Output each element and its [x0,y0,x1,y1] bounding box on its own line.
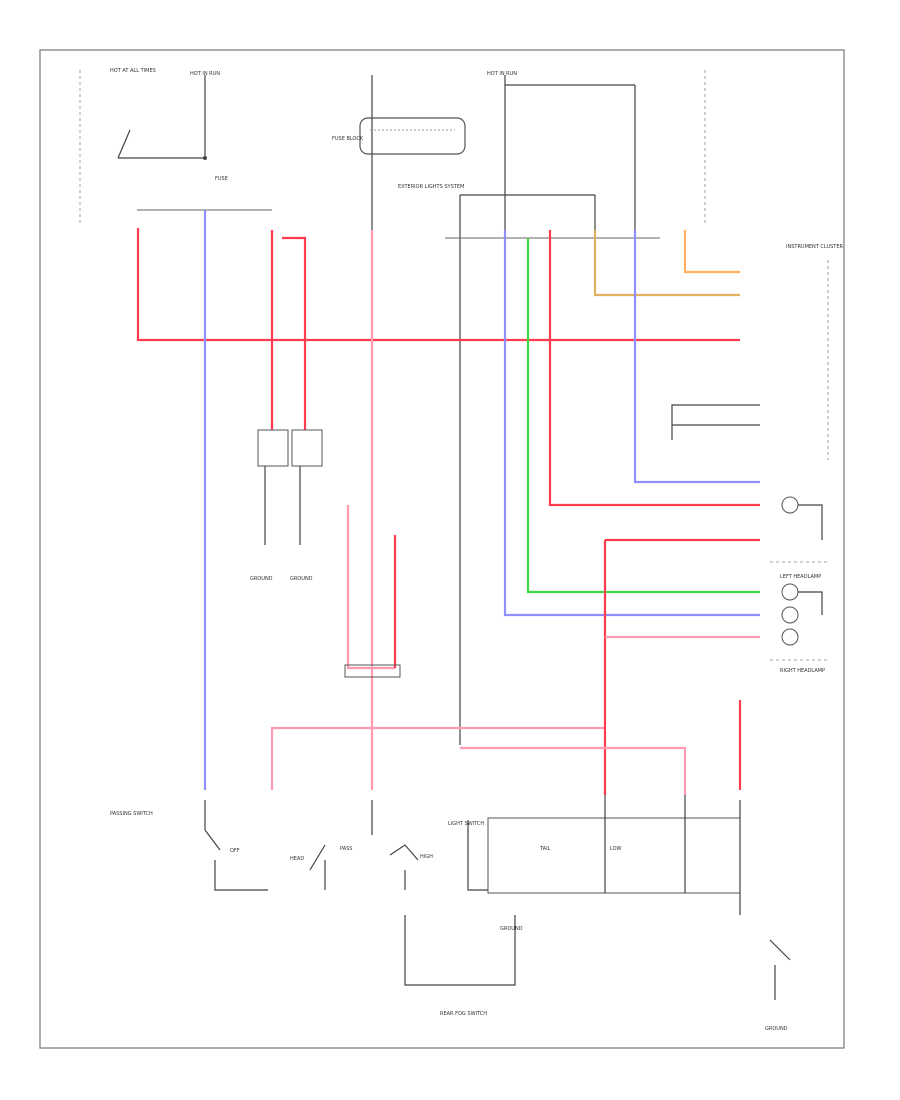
fuse-left-label: FUSE [215,176,228,182]
head-label: HEAD [290,856,304,862]
high-label: HIGH [420,854,433,860]
passing-switch-contact [204,800,268,891]
ground-right-label: GROUND [765,1026,788,1032]
rear-fog-loop [404,915,516,986]
wire-red-relay-b [282,236,307,430]
splice-dot [203,156,207,160]
lamp-left-low [781,583,799,601]
diagram-border [39,49,845,1049]
wire-tan [593,230,740,297]
ground-left-b-label: GROUND [290,576,313,582]
ground-bottom-label: GROUND [500,926,523,932]
light-switch-bus [604,795,686,893]
exterior-lights-label: EXTERIOR LIGHTS SYSTEM [398,184,464,190]
lamp-ground-left [798,504,823,615]
wire-red-right [548,230,760,507]
wire-blue-right [503,230,760,617]
wire-blue-cluster [633,230,760,484]
wire-orange [683,230,740,274]
wire-red-left [136,228,740,342]
hot-at-all-times-label: HOT AT ALL TIMES [110,68,156,74]
left-relay-switch [117,129,205,159]
low-label: LOW [610,846,622,852]
left-headlamp-label: LEFT HEADLAMP [780,574,821,580]
light-switch-frame [467,820,488,891]
light-switch-label: LIGHT SWITCH [448,821,484,827]
tail-label: TAIL [539,846,551,852]
ground-left-a-label: GROUND [250,576,273,582]
fuse-box-label: FUSE BLOCK [332,136,364,142]
wire-black-cluster [671,404,760,440]
pass-label: PASS [340,846,352,852]
fuse-block [359,117,466,155]
off-label: OFF [230,848,240,854]
hot-in-run-left-label: HOT IN RUN [190,71,220,77]
relay-left-a [257,429,289,467]
relay-left-b [291,429,323,467]
right-ground-switch [739,800,791,1000]
rear-fog-switch-label: REAR FOG SWITCH [440,1011,487,1017]
light-switch-box [487,817,741,894]
instrument-cluster-label: INSTRUMENT CLUSTER [786,244,844,250]
lamp-left-high [781,496,799,514]
hot-in-run-right-label: HOT IN RUN [487,71,517,77]
wire-green [526,238,760,594]
lamp-right-high [781,606,799,624]
lamp-right-low [781,628,799,646]
passing-switch-label: PASSING SWITCH [110,811,153,817]
high-switch-contact [389,844,419,890]
right-headlamp-label: RIGHT HEADLAMP [780,668,825,674]
wire-pink-tail-a [346,505,395,670]
tail-lamp-box [344,664,401,678]
wire-pink-to-light-switch [460,746,687,795]
pass-switch-contact [309,800,373,890]
wire-pink-horizontal [270,726,605,790]
